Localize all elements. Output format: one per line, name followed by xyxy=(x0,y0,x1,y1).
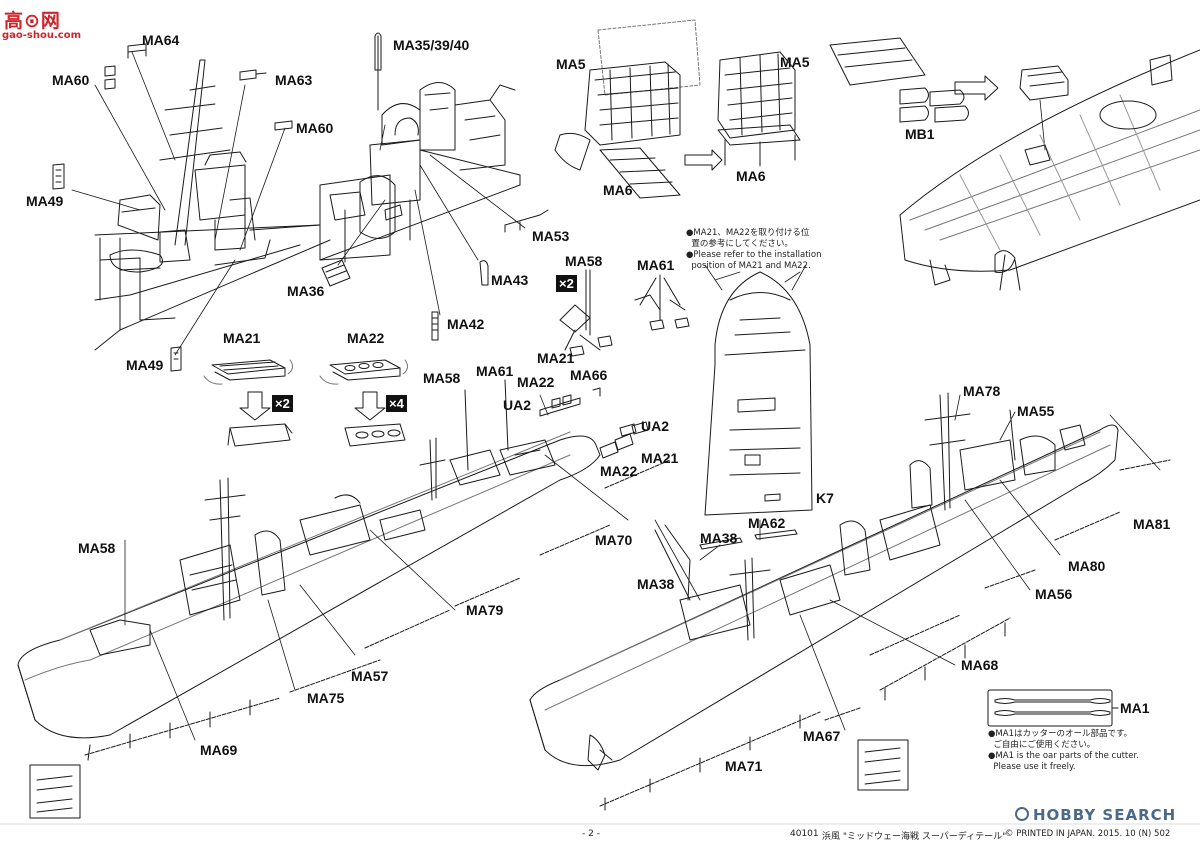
label-ma60: MA60 xyxy=(296,120,334,136)
label-k7: K7 xyxy=(816,490,834,506)
label-ma80: MA80 xyxy=(1068,558,1106,574)
label-ma22: MA22 xyxy=(517,374,555,390)
product-title: 浜風 "ミッドウェー海戦 スーパーディテール" xyxy=(822,832,1007,842)
label-ma78: MA78 xyxy=(963,383,1001,399)
label-ma58: MA58 xyxy=(565,253,603,269)
label-ma38: MA38 xyxy=(700,530,738,546)
label-ma68: MA68 xyxy=(961,657,999,673)
label-ma35-39-40: MA35/39/40 xyxy=(393,37,470,53)
left-ship xyxy=(17,379,601,739)
label-ma21: MA21 xyxy=(537,350,575,366)
label-ma55: MA55 xyxy=(1017,403,1055,419)
ma58-ma61-parts xyxy=(559,269,690,357)
label-ma43: MA43 xyxy=(491,272,529,288)
label-ma21: MA21 xyxy=(641,450,679,466)
oar-note: ●MA1はカッターのオール部品です。 ご自由にご使用ください。 ●MA1 is … xyxy=(988,729,1139,772)
quantity-badge: ×2 xyxy=(272,395,293,412)
label-ma36: MA36 xyxy=(287,283,325,299)
k7-deck-plan xyxy=(704,264,813,516)
label-ma61: MA61 xyxy=(476,363,514,379)
product-code: 40101 xyxy=(790,829,819,839)
quantity-badge: ×4 xyxy=(386,395,407,412)
label-ma70: MA70 xyxy=(595,532,633,548)
label-ma5: MA5 xyxy=(780,54,810,70)
deck-closeup xyxy=(899,49,1200,291)
ma21-ma22-insets xyxy=(203,359,409,447)
bridge-mast-detail xyxy=(94,59,331,351)
watermark-url: gao-shou.com xyxy=(2,30,82,41)
label-ma66: MA66 xyxy=(570,367,608,383)
label-ma81: MA81 xyxy=(1133,516,1171,532)
label-ma49: MA49 xyxy=(126,357,164,373)
label-ma60: MA60 xyxy=(52,72,90,88)
label-ma5: MA5 xyxy=(556,56,586,72)
label-ma67: MA67 xyxy=(803,728,841,744)
label-ua2: UA2 xyxy=(641,418,670,434)
page-number: - 2 - xyxy=(582,829,600,839)
label-ua2: UA2 xyxy=(503,397,532,413)
quantity-badge: ×2 xyxy=(556,275,577,292)
label-ma6: MA6 xyxy=(736,168,766,184)
label-ma61: MA61 xyxy=(637,257,675,273)
label-ma22: MA22 xyxy=(600,463,638,479)
label-ma42: MA42 xyxy=(447,316,485,332)
label-ma22: MA22 xyxy=(347,330,385,346)
label-ma21: MA21 xyxy=(223,330,261,346)
label-ma57: MA57 xyxy=(351,668,389,684)
ma1-oar-inset xyxy=(987,689,1119,727)
installation-note: ●MA21、MA22を取り付ける位 置の参考にしてください。 ●Please r… xyxy=(686,228,822,271)
label-ma38: MA38 xyxy=(637,576,675,592)
copyright: © PRINTED IN JAPAN. 2015. 10 (N) 502 xyxy=(1005,829,1171,839)
label-ma64: MA64 xyxy=(142,32,180,48)
label-ma71: MA71 xyxy=(725,758,763,774)
label-ma53: MA53 xyxy=(532,228,570,244)
label-ma49: MA49 xyxy=(26,193,64,209)
label-ma62: MA62 xyxy=(748,515,786,531)
label-ma58: MA58 xyxy=(78,540,116,556)
bridge-tower-detail xyxy=(319,32,521,263)
hobby-search-icon xyxy=(1015,807,1029,821)
label-ma75: MA75 xyxy=(307,690,345,706)
label-ma79: MA79 xyxy=(466,602,504,618)
watermark-logo: 高⊙网 xyxy=(4,10,61,32)
label-mb1: MB1 xyxy=(905,126,935,142)
label-ma58: MA58 xyxy=(423,370,461,386)
right-ship xyxy=(529,392,1119,771)
watermark-hobby-search: HOBBY SEARCH xyxy=(1033,806,1177,824)
label-ma1: MA1 xyxy=(1120,700,1150,716)
label-ma69: MA69 xyxy=(200,742,238,758)
label-ma6: MA6 xyxy=(603,182,633,198)
frame-assembly-detail xyxy=(554,19,1069,199)
label-ma63: MA63 xyxy=(275,72,313,88)
label-ma56: MA56 xyxy=(1035,586,1073,602)
